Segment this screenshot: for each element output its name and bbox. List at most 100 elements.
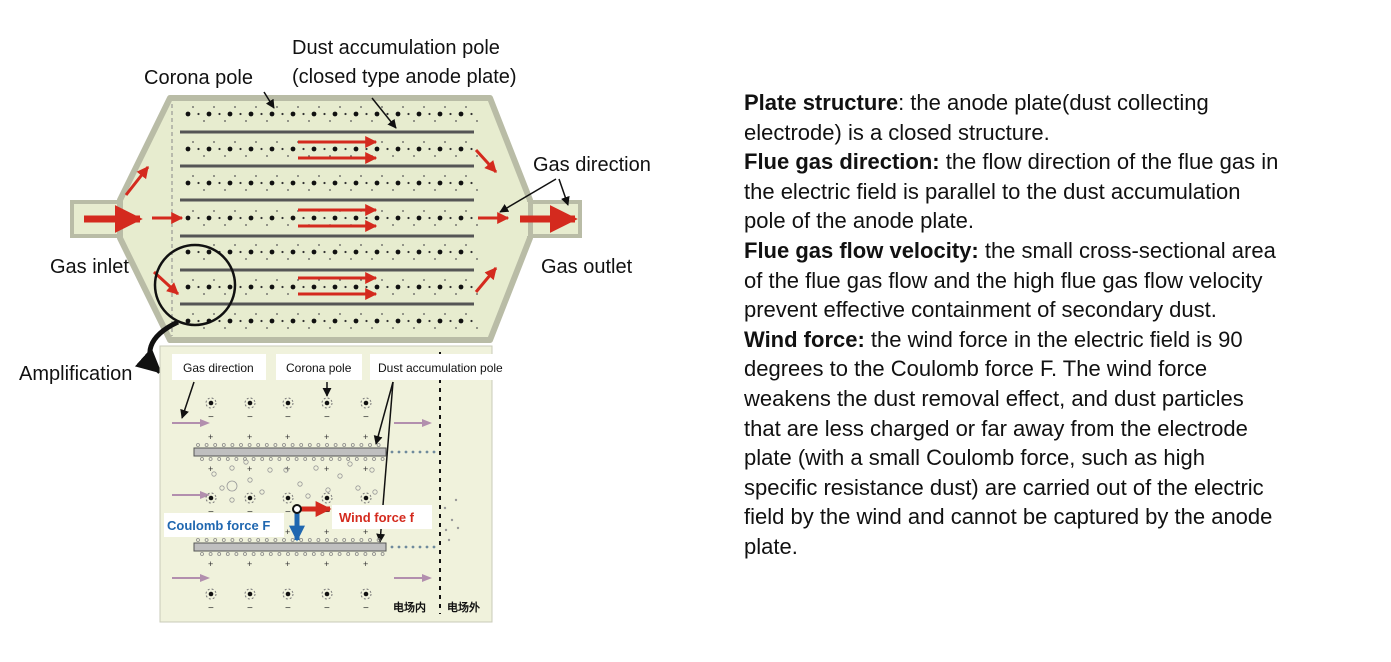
corona-dot [344, 319, 347, 323]
corona-field-ring [282, 588, 294, 600]
corona-dot [476, 327, 478, 329]
outside-field-label: 电场外 [447, 600, 480, 614]
corona-wire [208, 400, 214, 406]
corona-dot [281, 285, 284, 289]
corona-dot [470, 147, 473, 151]
corona-dot [302, 216, 305, 220]
corona-dot [234, 244, 236, 246]
escaping-dust [397, 450, 401, 454]
corona-wire [395, 146, 401, 152]
corona-dot [365, 216, 368, 220]
corona-dot [287, 224, 289, 226]
negative-sign: − [208, 412, 214, 423]
dust-particle [329, 552, 333, 556]
corona-field-ring [244, 588, 256, 600]
corona-wire [416, 249, 422, 255]
corona-dot [197, 181, 200, 185]
corona-dot [428, 216, 431, 220]
corona-wire [374, 215, 380, 221]
dust-particle [213, 443, 218, 447]
corona-wire [395, 249, 401, 255]
corona-wire [332, 215, 338, 221]
dust-particle [320, 457, 325, 461]
corona-dot [476, 224, 478, 226]
corona-wire [363, 495, 369, 501]
corona-wire [458, 111, 464, 117]
corona-dot [213, 244, 215, 246]
corona-wire [269, 249, 275, 255]
negative-sign: − [285, 603, 291, 614]
positive-sign: + [247, 559, 252, 569]
dust-particle [217, 552, 222, 556]
corona-wire [374, 249, 380, 255]
corona-dot [287, 155, 289, 157]
corona-dot [245, 327, 247, 329]
corona-wire [332, 146, 338, 152]
corona-dot [245, 120, 247, 122]
corona-dot [392, 258, 394, 260]
corona-dot [224, 327, 226, 329]
suspended-dust [219, 485, 225, 491]
corona-dot [203, 155, 205, 157]
corona-dot [470, 319, 473, 323]
corona-dot [260, 285, 263, 289]
suspended-dust [297, 481, 303, 487]
description-heading: Flue gas flow velocity: [744, 237, 979, 263]
corona-dot [434, 120, 436, 122]
corona-dot [281, 216, 284, 220]
corona-dot [203, 189, 205, 191]
corona-dot [260, 250, 263, 254]
corona-wire [290, 249, 296, 255]
corona-dot [255, 210, 257, 212]
escaping-dust [425, 545, 429, 549]
corona-wire [458, 318, 464, 324]
corona-dot [308, 258, 310, 260]
collector-plate [193, 542, 387, 552]
corona-wire [353, 249, 359, 255]
corona-dot [407, 147, 410, 151]
positive-sign: + [285, 559, 290, 569]
escaping-dust [404, 450, 408, 454]
dust-particle [200, 457, 204, 461]
flow-arrow [124, 166, 150, 196]
description-paragraph: Plate structure: the anode plate(dust co… [744, 88, 1284, 147]
corona-dot [218, 147, 221, 151]
corona-field-ring [360, 492, 372, 504]
corona-dot [350, 327, 352, 329]
escaping-dust [444, 528, 448, 532]
dust-particle [346, 457, 351, 461]
dust-particle [243, 552, 247, 556]
corona-dot [197, 319, 200, 323]
dust-particle [307, 443, 312, 447]
corona-wire [311, 318, 317, 324]
dust-particle [225, 457, 230, 461]
gas-outlet-label: Gas outlet [541, 256, 633, 278]
corona-dot [365, 250, 368, 254]
corona-dot [444, 210, 446, 212]
corona-dot [360, 244, 362, 246]
dust-particle [320, 552, 325, 556]
corona-dot [407, 319, 410, 323]
positive-sign: + [208, 559, 213, 569]
corona-dot [266, 293, 268, 295]
corona-dot [302, 250, 305, 254]
corona-dot [392, 155, 394, 157]
corona-dot [423, 279, 425, 281]
corona-dot [407, 285, 410, 289]
dust-particle [247, 538, 252, 542]
corona-dot [339, 244, 341, 246]
corona-dot [297, 313, 299, 315]
corona-wire [185, 215, 191, 221]
corona-dot [255, 244, 257, 246]
escaping-dust [432, 545, 436, 549]
dust-particle [256, 538, 261, 542]
corona-dot [449, 181, 452, 185]
corona-dot [402, 210, 404, 212]
dust-particle [277, 457, 282, 461]
suspended-dust [259, 489, 265, 495]
corona-wire [311, 180, 317, 186]
corona-dot [465, 141, 467, 143]
corona-electrodes [185, 106, 478, 329]
dust-particle [333, 443, 338, 447]
corona-dot [371, 258, 373, 260]
